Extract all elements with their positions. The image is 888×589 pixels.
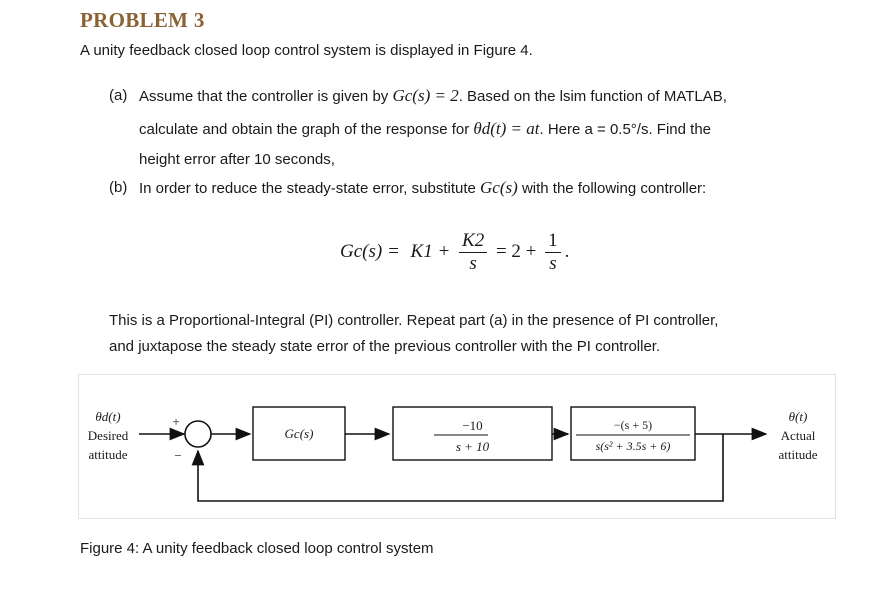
minus-sign: −	[174, 448, 182, 463]
block-diagram-svg	[78, 374, 836, 519]
gc-equals-2-math: Gc(s) = 2	[392, 86, 459, 105]
problem-title: PROBLEM 3	[80, 8, 205, 32]
actuator-denominator: s + 10	[455, 439, 490, 454]
input-label-desired: Desired	[87, 428, 129, 443]
gc-math: Gc(s)	[480, 178, 518, 197]
part-b-line1-pre: In order to reduce the steady-state erro…	[139, 180, 481, 197]
controller-block	[252, 406, 346, 461]
input-label-attitude: attitude	[88, 447, 128, 462]
plant-denominator: s(s² + 3.5s + 6)	[595, 439, 671, 453]
equation-mid: = 2 +	[495, 240, 537, 262]
equation-k1: K1 +	[410, 240, 451, 262]
plant-block	[570, 406, 696, 461]
part-b-marker: (b)	[109, 179, 128, 196]
theta-d-math: θd(t) = at	[473, 119, 540, 138]
equation-one: 1	[545, 230, 561, 253]
equation-k2: K2	[459, 230, 488, 253]
pi-text-line1: This is a Proportional-Integral (PI) con…	[109, 312, 719, 329]
figure-caption: Figure 4: A unity feedback closed loop c…	[80, 540, 434, 557]
intro-text: A unity feedback closed loop control sys…	[80, 42, 533, 59]
part-a-line2-pre: calculate and obtain the graph of the re…	[139, 121, 474, 138]
part-a-line3: height error after 10 seconds,	[139, 151, 335, 168]
part-a-line1-post: . Based on the lsim function of MATLAB,	[458, 88, 727, 105]
part-a-line1: Assume that the controller is given by G…	[139, 87, 727, 106]
equation-end: .	[564, 240, 570, 262]
part-b-line1-post: with the following controller:	[517, 180, 707, 197]
feedback-path	[191, 434, 724, 502]
controller-block-label: Gc(s)	[284, 426, 314, 441]
output-label-actual: Actual	[780, 428, 816, 443]
part-b-line1: In order to reduce the steady-state erro…	[139, 179, 706, 198]
part-a-line2-post: . Here a = 0.5°/s. Find the	[539, 121, 712, 138]
k2-over-s-fraction: K2 s	[459, 230, 488, 275]
output-symbol: θ(t)	[788, 409, 808, 424]
one-over-s-fraction: 1 s	[545, 230, 561, 275]
figure-frame	[78, 374, 836, 519]
equation-lhs: Gc(s) =	[340, 240, 400, 262]
equation-s2: s	[549, 253, 557, 274]
input-symbol: θd(t)	[95, 409, 121, 424]
block-diagram: θd(t) Desired attitude + − Gc(s) −10 s +…	[78, 374, 836, 520]
equation-s1: s	[469, 253, 477, 274]
part-a-line2: calculate and obtain the graph of the re…	[139, 120, 711, 139]
pi-text-line2: and juxtapose the steady state error of …	[109, 338, 661, 355]
actuator-block	[392, 406, 553, 461]
summing-junction	[184, 420, 212, 448]
plant-numerator: −(s + 5)	[613, 418, 653, 432]
part-a-marker: (a)	[109, 87, 128, 104]
pi-controller-equation: Gc(s) = K1 + K2 s = 2 + 1 s .	[340, 230, 569, 275]
output-label-attitude: attitude	[778, 447, 818, 462]
actuator-numerator: −10	[462, 418, 483, 433]
part-a-line1-pre: Assume that the controller is given by	[139, 88, 393, 105]
plus-sign: +	[172, 414, 180, 429]
